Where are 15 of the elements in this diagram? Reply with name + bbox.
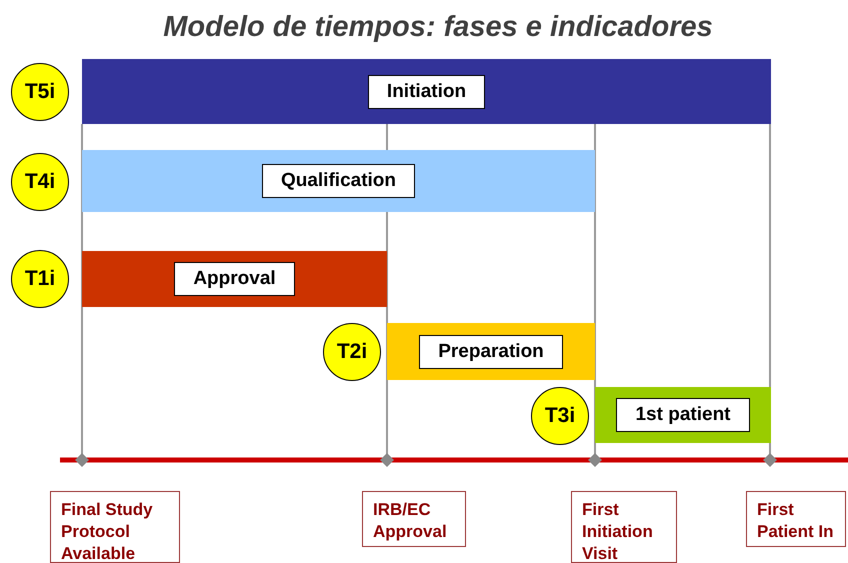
milestone-box: First Patient In [746, 491, 846, 547]
milestone-box: Final Study Protocol Available [50, 491, 180, 563]
phase-label: Qualification [262, 164, 416, 198]
phase-bar [595, 387, 771, 443]
milestone-box: IRB/EC Approval [362, 491, 466, 547]
phase-label: 1st patient [616, 398, 750, 432]
phase-bar [82, 251, 387, 307]
phase-label: Preparation [419, 334, 563, 368]
phase-label: Approval [174, 262, 295, 296]
phase-bar [387, 323, 595, 380]
phase-bar [82, 150, 595, 212]
diagram-title: Modelo de tiempos: fases e indicadores [162, 10, 714, 45]
phase-label: Initiation [368, 74, 486, 108]
milestone-box: First Initiation Visit [571, 491, 677, 563]
phase-bar [82, 59, 771, 124]
